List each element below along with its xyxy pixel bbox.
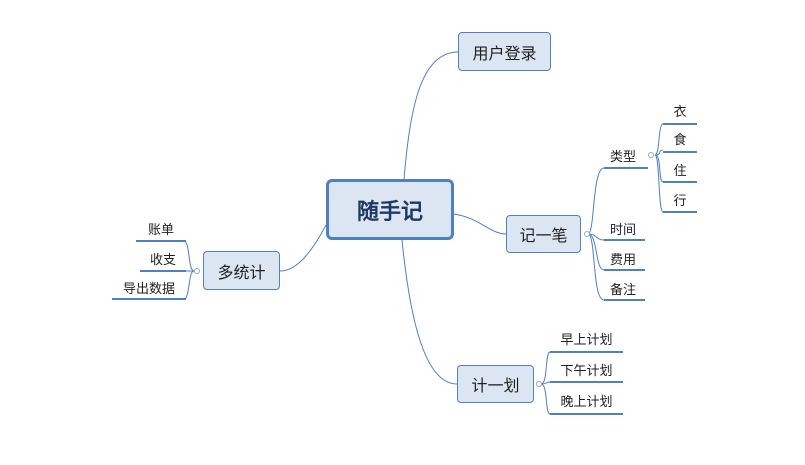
- root-node[interactable]: 随手记: [326, 179, 454, 240]
- record-cost-node[interactable]: 费用: [609, 252, 636, 268]
- login-node[interactable]: 用户登录: [458, 32, 551, 71]
- type-item-node[interactable]: 衣: [673, 104, 687, 120]
- type-item-node[interactable]: 住: [673, 163, 687, 179]
- record-node[interactable]: 记一笔: [506, 215, 581, 253]
- stats-item-node[interactable]: 收支: [149, 252, 176, 268]
- plan-item-node[interactable]: 晚上计划: [560, 394, 613, 410]
- stats-item-node[interactable]: 账单: [147, 222, 174, 238]
- plan-collapse-icon[interactable]: [536, 381, 542, 387]
- plan-item-node[interactable]: 早上计划: [560, 332, 613, 348]
- plan-node[interactable]: 计一划: [457, 365, 534, 403]
- record-collapse-icon[interactable]: [584, 231, 590, 237]
- stats-node[interactable]: 多统计: [203, 251, 280, 290]
- record-time-node[interactable]: 时间: [609, 222, 636, 238]
- record-note-node[interactable]: 备注: [609, 282, 636, 298]
- plan-item-node[interactable]: 下午计划: [560, 363, 613, 379]
- stats-collapse-icon[interactable]: [194, 268, 200, 274]
- record-type-node[interactable]: 类型: [609, 149, 636, 165]
- type-item-node[interactable]: 食: [673, 132, 687, 148]
- stats-item-node[interactable]: 导出数据: [122, 281, 175, 297]
- type-item-node[interactable]: 行: [673, 193, 687, 209]
- type-collapse-icon[interactable]: [648, 152, 654, 158]
